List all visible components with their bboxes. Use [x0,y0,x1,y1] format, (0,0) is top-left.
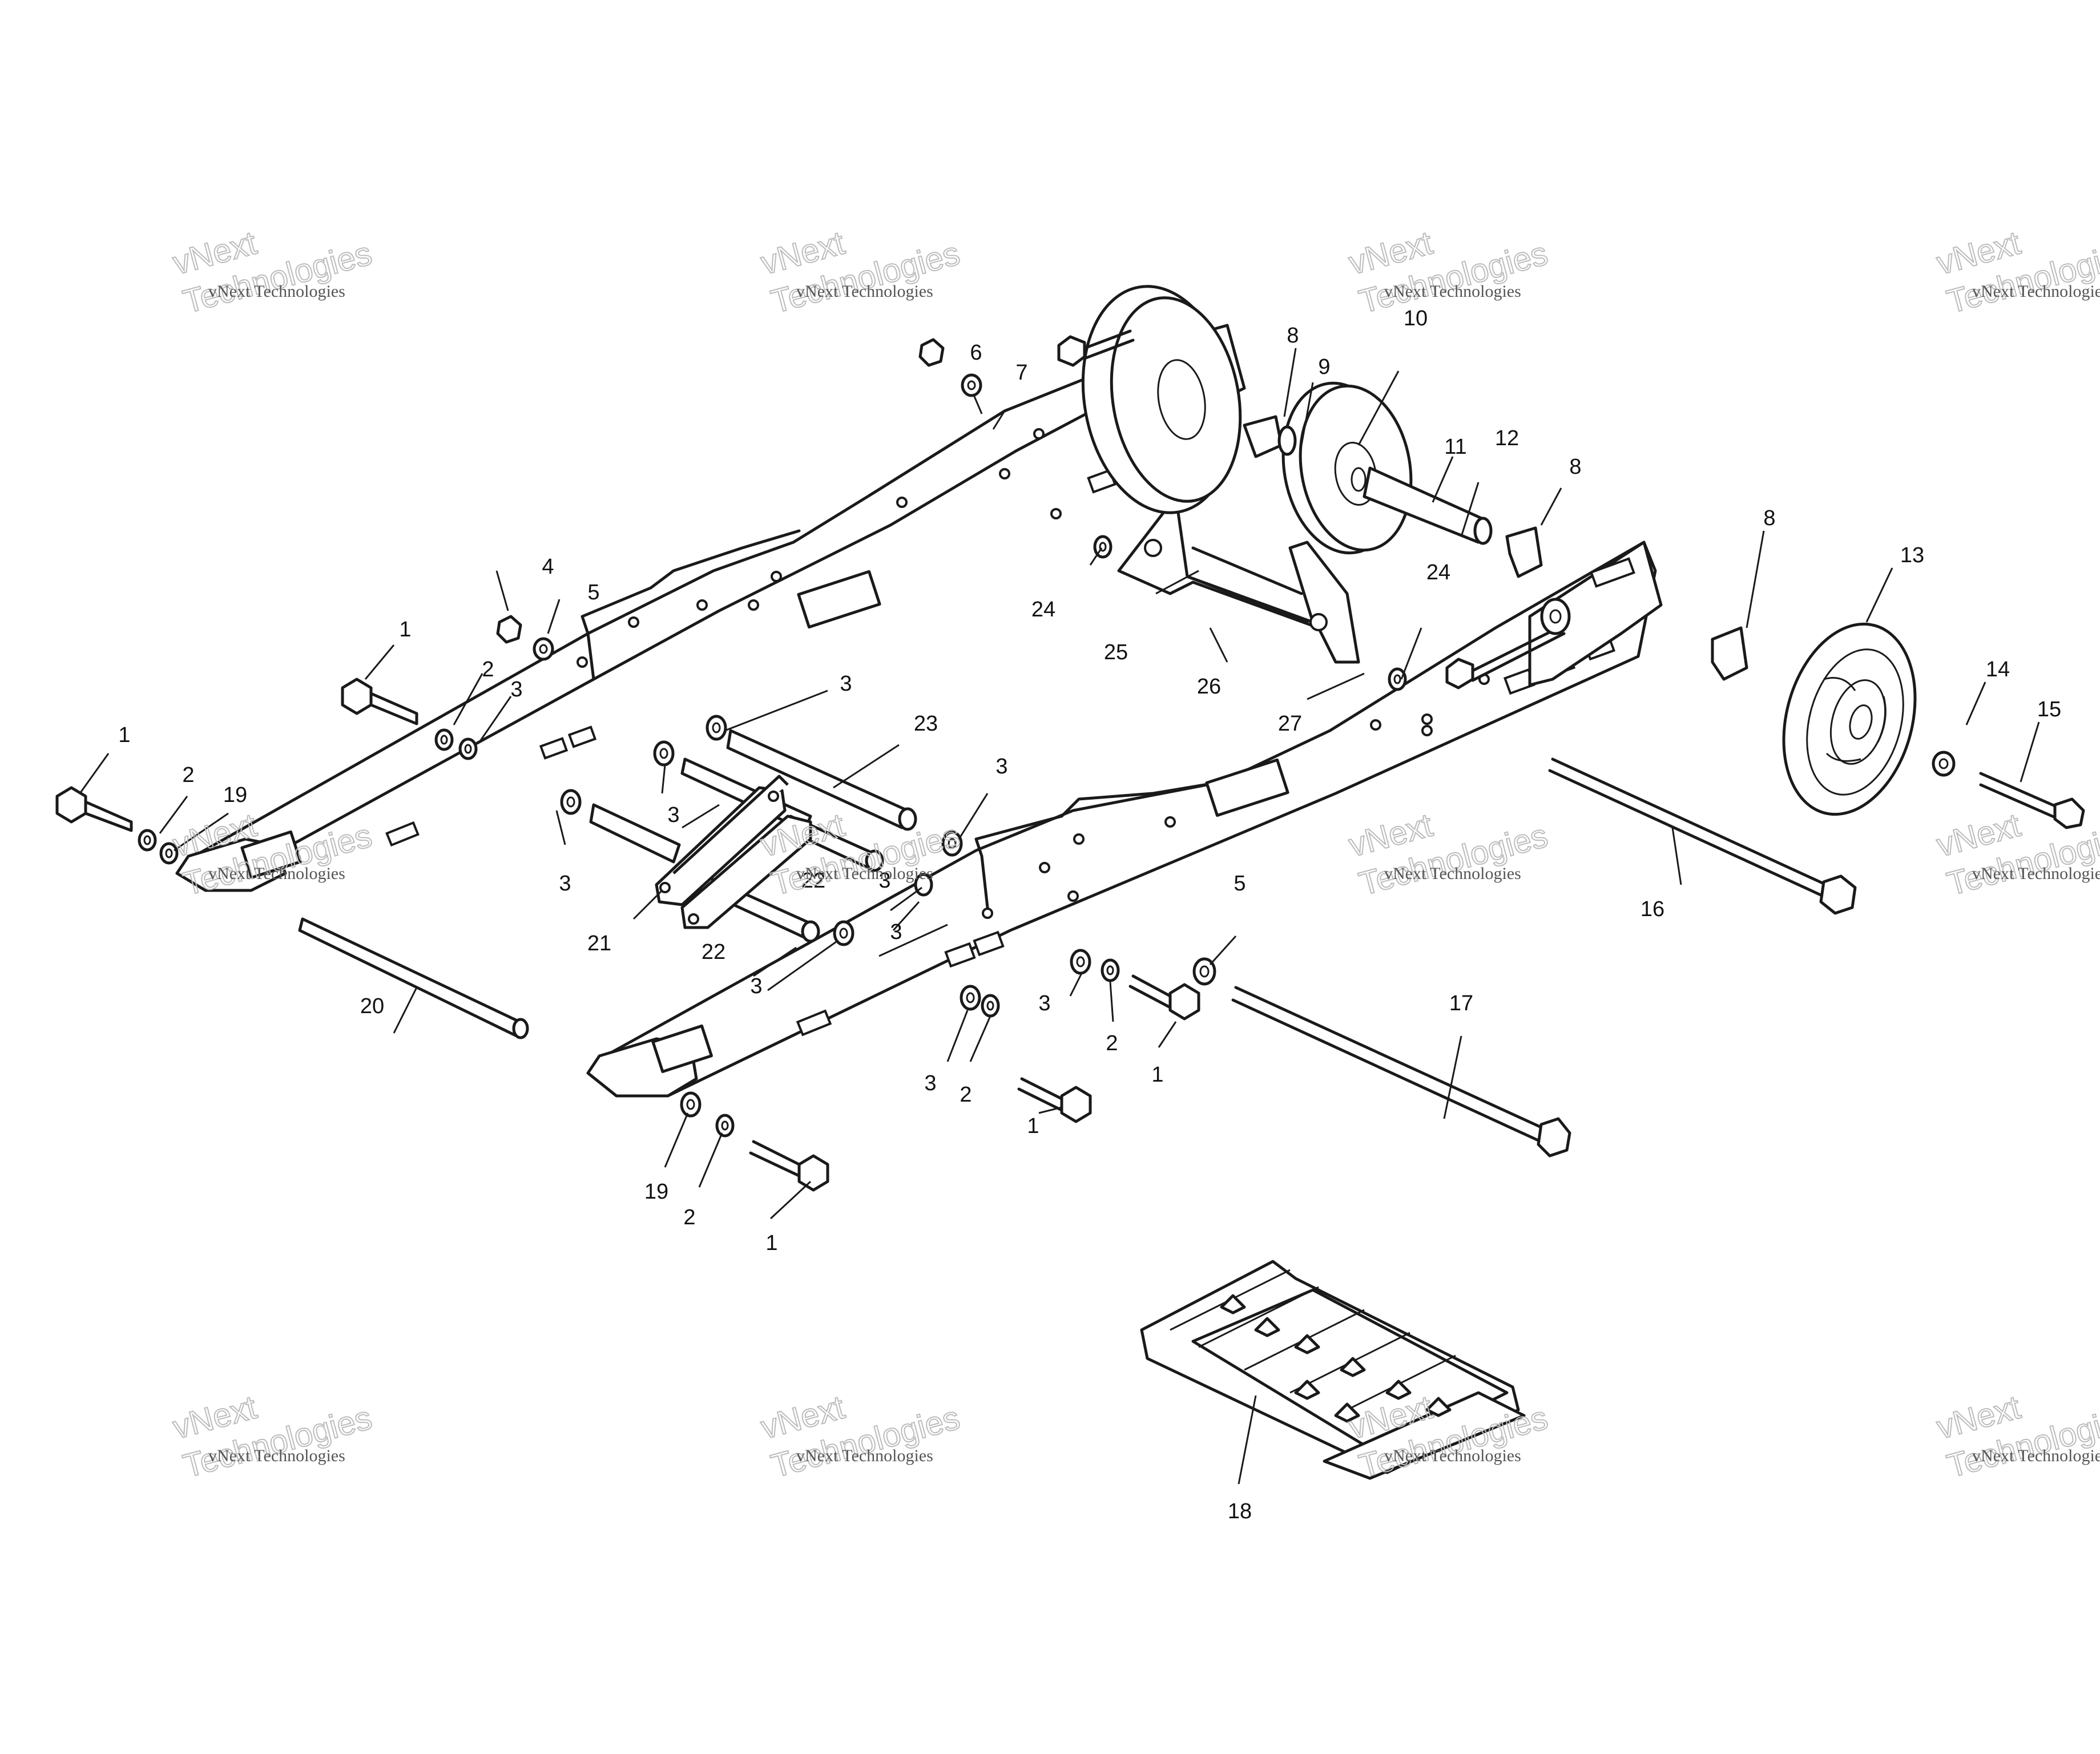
watermark: vNext Technologies vNext Technologies [1344,806,1552,904]
axle-spacers [1243,415,1748,681]
callout-1: 1 [765,1231,777,1255]
callout-1: 1 [1027,1114,1039,1138]
callout-3: 3 [995,755,1007,779]
callout-18: 18 [1228,1499,1252,1523]
scissor-links [655,775,812,929]
callout-1: 1 [118,723,130,747]
callout-6: 6 [970,341,982,365]
callout-3: 3 [840,672,852,696]
callout-24: 24 [1426,561,1450,584]
callout-5: 5 [587,580,599,604]
callout-27: 27 [1278,712,1302,736]
callout-16: 16 [1641,897,1664,921]
callout-22: 22 [702,940,725,964]
callout-15: 15 [2037,697,2061,721]
callout-1: 1 [399,618,411,642]
callout-3: 3 [667,803,679,827]
callout-25: 25 [1104,640,1128,664]
callout-8: 8 [1569,455,1581,479]
callout-8: 8 [1763,506,1775,530]
right-rail [586,541,1663,1098]
rear-axle-shaft [1363,466,1493,545]
leader-lines [79,348,2040,1485]
callout-19: 19 [223,783,247,807]
callout-labels: 6 7 8 9 10 11 12 8 8 13 14 15 16 17 18 4… [118,307,2061,1523]
callout-2: 2 [960,1083,972,1107]
watermark: vNext Technologies vNext Technologies [168,1388,376,1486]
callout-3: 3 [1038,991,1050,1015]
svg-text:vNext Technologies: vNext Technologies [1972,282,2100,301]
svg-text:vNext Technologies: vNext Technologies [1972,864,2100,883]
callout-19: 19 [644,1180,668,1204]
callout-10: 10 [1404,307,1428,330]
svg-text:vNext Technologies: vNext Technologies [208,1446,345,1465]
rear-right-wheel [1281,381,1413,555]
callout-2: 2 [683,1205,695,1229]
callout-3: 3 [559,872,571,896]
svg-text:vNext Technologies: vNext Technologies [796,864,933,883]
watermark: vNext Technologies vNext Technologies [168,224,376,321]
callout-5: 5 [1234,872,1246,896]
svg-text:vNext Technologies: vNext Technologies [208,864,345,883]
callout-11: 11 [1444,435,1466,459]
callout-23: 23 [914,712,938,736]
watermark: vNext Technologies vNext Technologies [1344,224,1552,321]
rear-left-wheel [1081,285,1242,514]
callout-3: 3 [750,974,762,998]
callout-3: 3 [878,869,890,893]
callout-8: 8 [1287,324,1299,348]
callout-9: 9 [1318,355,1330,379]
watermark: vNext Technologies vNext Technologies [756,1388,964,1486]
callout-2: 2 [182,763,194,787]
watermark: vNext Technologies vNext Technologies [1932,224,2100,321]
svg-text:vNext Technologies: vNext Technologies [796,282,933,301]
svg-text:vNext Technologies: vNext Technologies [1384,1446,1521,1465]
callout-26: 26 [1197,675,1221,699]
svg-text:vNext Technologies: vNext Technologies [208,282,345,301]
svg-text:vNext Technologies: vNext Technologies [796,1446,933,1465]
watermark: vNext Technologies vNext Technologies [1932,1388,2100,1486]
callout-22: 22 [801,869,825,893]
bolts [55,329,2085,1192]
callout-12: 12 [1495,426,1519,450]
callout-21: 21 [587,932,611,955]
callout-24: 24 [1031,598,1055,622]
callout-17: 17 [1449,991,1473,1015]
callout-3: 3 [890,920,902,944]
callout-14: 14 [1986,658,2010,682]
callout-4: 4 [542,555,554,579]
idler-wheel [1782,622,1917,816]
track-segment [1140,1260,1526,1480]
watermark: vNext Technologies vNext Technologies [756,224,964,321]
svg-text:vNext Technologies: vNext Technologies [1972,1446,2100,1465]
callout-3: 3 [924,1071,936,1095]
callout-2: 2 [1106,1031,1118,1055]
svg-text:vNext Technologies: vNext Technologies [1384,282,1521,301]
callout-3: 3 [510,678,522,701]
callout-2: 2 [482,658,494,682]
svg-text:vNext Technologies: vNext Technologies [1384,864,1521,883]
callout-1: 1 [1151,1063,1163,1087]
callout-20: 20 [360,994,384,1018]
callout-7: 7 [1015,361,1027,385]
callout-13: 13 [1900,543,1924,567]
